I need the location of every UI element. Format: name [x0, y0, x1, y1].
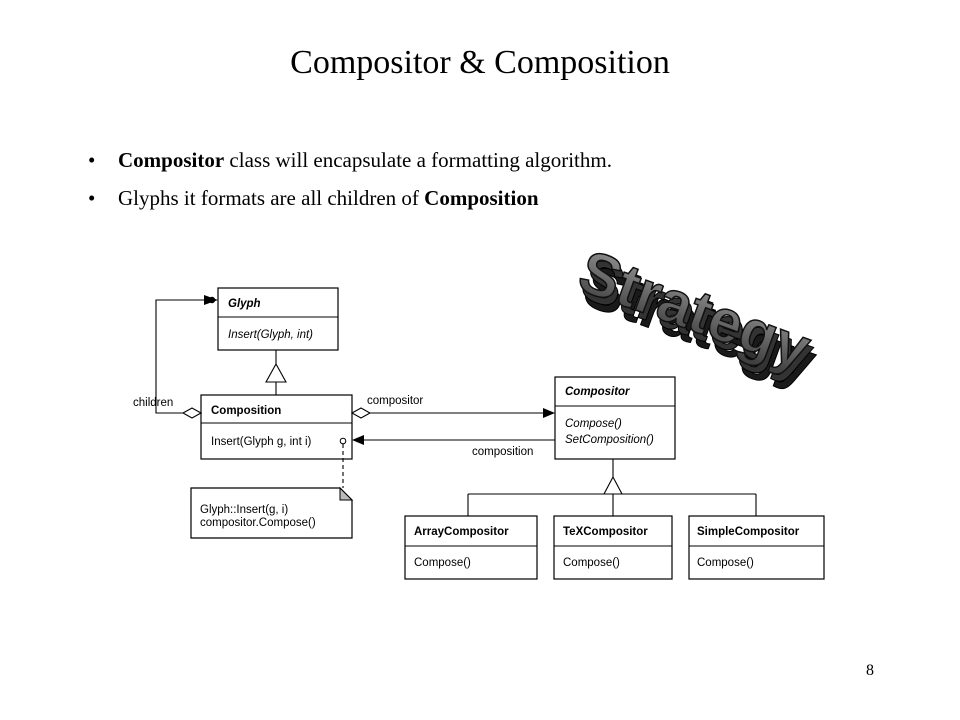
- implementation-note: Glyph::Insert(g, i) compositor.Compose(): [190, 486, 354, 539]
- class-operation: Compose(): [697, 557, 754, 569]
- note-line: compositor.Compose(): [200, 517, 316, 529]
- bullet-dot: •: [88, 186, 96, 210]
- class-simple-compositor: SimpleCompositor Compose(): [688, 515, 825, 580]
- bullet-item: • Glyphs it formats are all children of …: [88, 184, 612, 222]
- class-composition: Composition Insert(Glyph g, int i): [200, 394, 353, 460]
- bullet-list: • Compositor class will encapsulate a fo…: [88, 146, 612, 222]
- compositor-association: compositor: [350, 395, 555, 419]
- note-anchor: [339, 437, 347, 488]
- composition-association: composition: [352, 435, 555, 458]
- strategy-stamp: Strategy Strategy Strategy: [570, 237, 826, 398]
- class-name: Composition: [211, 405, 281, 417]
- class-operation: SetComposition(): [565, 434, 654, 446]
- slide-title: Compositor & Composition: [290, 44, 670, 81]
- bullet-text: Glyphs it formats are all children of: [118, 186, 425, 210]
- class-array-compositor: ArrayCompositor Compose(): [404, 515, 538, 580]
- class-glyph: Glyph Insert(Glyph, int): [217, 287, 339, 351]
- class-compositor: Compositor Compose() SetComposition(): [554, 376, 676, 460]
- class-operation: Insert(Glyph, int): [228, 329, 313, 341]
- class-operation: Insert(Glyph g, int i): [211, 436, 312, 448]
- bullet-dot: •: [88, 148, 96, 172]
- class-name: SimpleCompositor: [697, 526, 800, 538]
- class-operation: Compose(): [414, 557, 471, 569]
- bullet-bold-term: Compositor: [118, 148, 225, 172]
- page-number: 8: [866, 662, 874, 679]
- note-line: Glyph::Insert(g, i): [200, 504, 288, 516]
- bullet-item: • Compositor class will encapsulate a fo…: [88, 146, 612, 184]
- inheritance-arrow-composition-glyph: [265, 350, 287, 395]
- class-tex-compositor: TeXCompositor Compose(): [553, 515, 673, 580]
- class-name: Compositor: [565, 386, 630, 398]
- children-label: children: [133, 397, 173, 409]
- composition-label: composition: [472, 446, 533, 458]
- inheritance-tree-compositor: [467, 459, 757, 516]
- class-name: ArrayCompositor: [414, 526, 509, 538]
- children-aggregation: children: [133, 295, 218, 419]
- class-operation: Compose(): [565, 418, 622, 430]
- class-name: TeXCompositor: [563, 526, 648, 538]
- class-operation: Compose(): [563, 557, 620, 569]
- class-name: Glyph: [228, 298, 261, 310]
- bullet-text: class will encapsulate a formatting algo…: [224, 148, 612, 172]
- compositor-label: compositor: [367, 395, 423, 407]
- bullet-bold-term: Composition: [424, 186, 539, 210]
- strategy-stamp-face: Strategy: [571, 237, 820, 382]
